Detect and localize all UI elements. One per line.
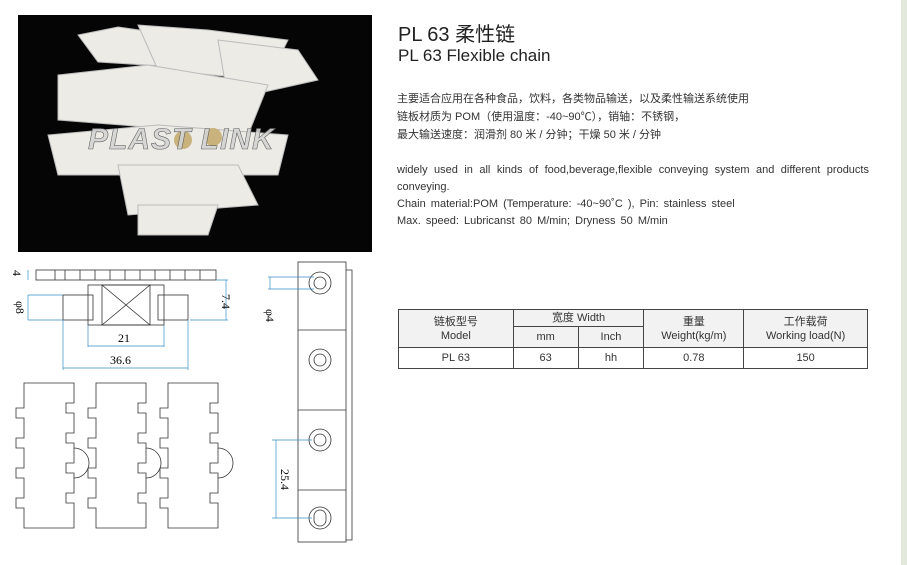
header-inch: Inch — [577, 326, 645, 348]
cell-mm: 63 — [512, 347, 579, 369]
desc-cn-line: 链板材质为 POM（使用温度：-40~90℃），销轴：不锈钢， — [397, 111, 686, 123]
dim-phi8: φ8 — [13, 301, 27, 314]
dim-phi4: φ4 — [263, 309, 277, 322]
desc-en-line: widely used in all kinds of food,beverag… — [397, 164, 869, 193]
description-cn: 主要适合应用在各种食品，饮料，各类物品输送，以及柔性输送系统使用 链板材质为 P… — [397, 90, 749, 144]
desc-cn-line: 最大输送速度：润滑剂 80 米 / 分钟；干燥 50 米 / 分钟 — [397, 129, 662, 141]
product-title-en: PL 63 Flexible chain — [398, 46, 551, 65]
dim-7-4: 7.4 — [219, 294, 233, 309]
table-row: PL 63 63 hh 0.78 150 — [398, 347, 868, 369]
header-model-cn: 链板型号 — [433, 315, 478, 328]
chain-illustration — [47, 24, 319, 236]
dim-36-6: 36.6 — [110, 353, 131, 367]
watermark-logo: PLAST LINK — [88, 123, 275, 157]
header-load-cn: 工作载荷 — [783, 315, 828, 328]
product-photo: PLAST LINK — [18, 15, 372, 252]
desc-cn-line: 主要适合应用在各种食品，饮料，各类物品输送，以及柔性输送系统使用 — [397, 93, 749, 105]
section-drawing: 4 φ8 7.4 21 36.6 — [10, 269, 233, 370]
cell-load: 150 — [743, 347, 868, 369]
header-width: 宽度 Width — [512, 309, 645, 327]
header-weight-en: Weight(kg/m) — [661, 329, 727, 342]
header-load-en: Working load(N) — [765, 329, 846, 342]
cell-weight: 0.78 — [643, 347, 745, 369]
dim-21: 21 — [118, 331, 130, 345]
plan-drawing — [15, 382, 234, 529]
scrollbar-track[interactable] — [901, 0, 907, 565]
product-title-cn: PL 63 柔性链 — [398, 24, 516, 46]
description-en: widely used in all kinds of food,beverag… — [397, 162, 869, 230]
header-weight-cn: 重量 — [682, 315, 705, 328]
cell-inch: hh — [577, 347, 645, 369]
side-drawing: φ4 25.4 — [263, 261, 353, 543]
header-mm: mm — [512, 326, 579, 348]
dim-25-4: 25.4 — [278, 469, 292, 490]
dim-4: 4 — [10, 270, 24, 276]
cell-model: PL 63 — [398, 347, 514, 369]
header-model-en: Model — [440, 329, 471, 342]
desc-en-line: Chain material:POM (Temperature: -40~90˚… — [397, 198, 735, 210]
desc-en-line: Max. speed: Lubricanst 80 M/min; Dryness… — [397, 215, 668, 227]
